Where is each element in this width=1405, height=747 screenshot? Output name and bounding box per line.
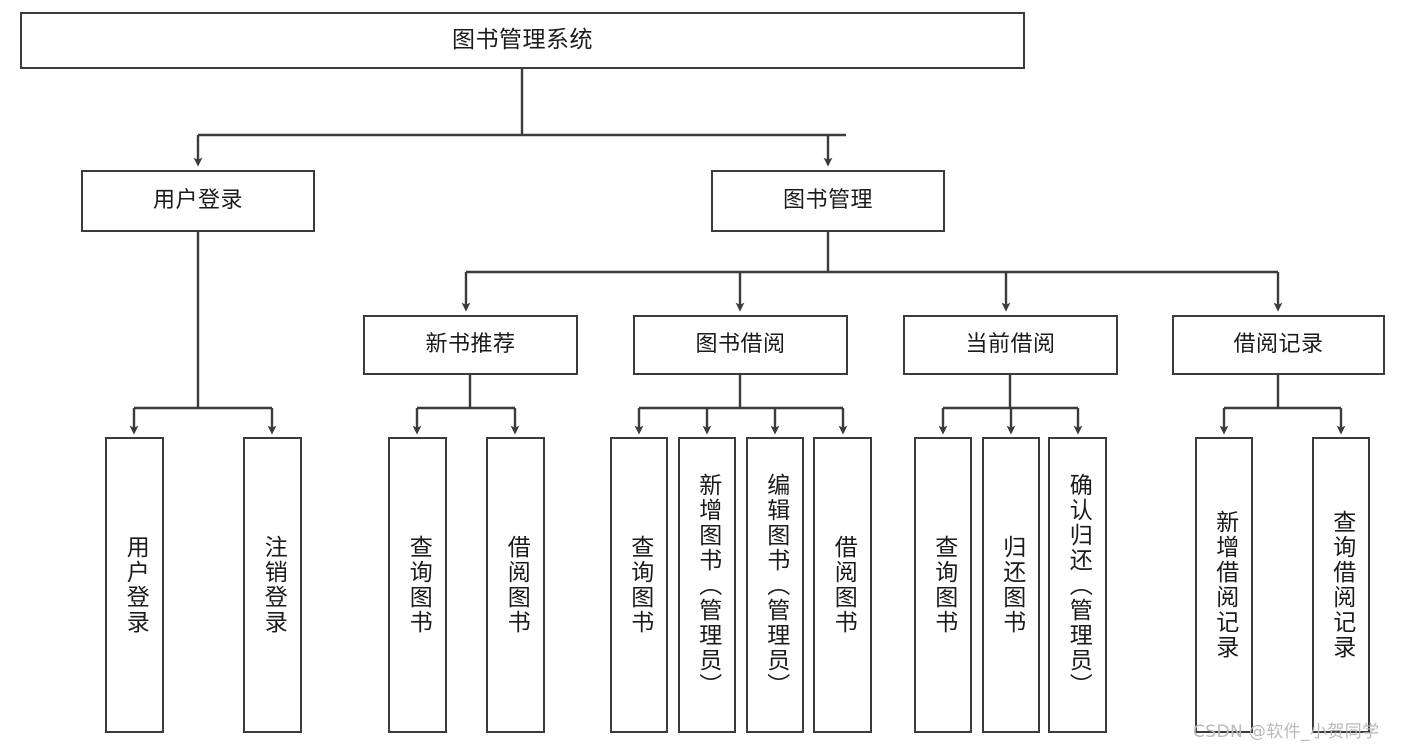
node-root-system[interactable]: 图书管理系统 — [20, 12, 1025, 69]
node-leaf-label: 确认归还（管理员） — [1065, 472, 1092, 698]
node-leaf-label: 查询图书 — [930, 535, 957, 635]
node-leaf-13[interactable]: 查询借阅记录 — [1312, 437, 1370, 733]
node-level2-label: 借阅记录 — [1233, 331, 1324, 357]
node-leaf-3[interactable]: 查询图书 — [388, 437, 447, 733]
node-leaf-5[interactable]: 查询图书 — [610, 437, 668, 733]
node-leaf-label: 新增图书（管理员） — [694, 472, 721, 698]
node-level1-label: 图书管理 — [782, 187, 873, 213]
node-leaf-label: 查询图书 — [405, 535, 432, 635]
node-level2-2[interactable]: 图书借阅 — [633, 315, 848, 375]
node-leaf-label: 借阅图书 — [503, 535, 530, 635]
node-level2-label: 图书借阅 — [695, 331, 786, 357]
node-level1-2[interactable]: 图书管理 — [711, 170, 945, 232]
node-root-label: 图书管理系统 — [452, 26, 593, 53]
node-leaf-label: 查询图书 — [626, 535, 653, 635]
node-leaf-label: 归还图书 — [998, 535, 1025, 635]
node-level2-label: 当前借阅 — [965, 331, 1056, 357]
node-leaf-10[interactable]: 归还图书 — [982, 437, 1040, 733]
node-level2-1[interactable]: 新书推荐 — [363, 315, 578, 375]
csdn-watermark: CSDN @软件_小贺同学 — [1193, 722, 1380, 742]
node-leaf-label: 编辑图书（管理员） — [762, 472, 789, 698]
node-leaf-label: 借阅图书 — [830, 535, 857, 635]
node-leaf-9[interactable]: 查询图书 — [914, 437, 972, 733]
node-leaf-6[interactable]: 新增图书（管理员） — [678, 437, 736, 733]
node-leaf-2[interactable]: 注销登录 — [243, 437, 302, 733]
node-leaf-8[interactable]: 借阅图书 — [813, 437, 872, 733]
node-leaf-label: 查询借阅记录 — [1328, 510, 1355, 660]
node-leaf-label: 注销登录 — [260, 535, 287, 635]
node-leaf-4[interactable]: 借阅图书 — [486, 437, 545, 733]
node-leaf-7[interactable]: 编辑图书（管理员） — [746, 437, 804, 733]
node-level1-1[interactable]: 用户登录 — [81, 170, 315, 232]
node-leaf-12[interactable]: 新增借阅记录 — [1195, 437, 1253, 733]
node-leaf-label: 新增借阅记录 — [1211, 510, 1238, 660]
node-level2-label: 新书推荐 — [425, 331, 516, 357]
node-leaf-label: 用户登录 — [122, 535, 149, 635]
node-level1-label: 用户登录 — [152, 187, 243, 213]
node-leaf-1[interactable]: 用户登录 — [105, 437, 164, 733]
node-level2-3[interactable]: 当前借阅 — [903, 315, 1118, 375]
node-leaf-11[interactable]: 确认归还（管理员） — [1048, 437, 1107, 733]
node-level2-4[interactable]: 借阅记录 — [1172, 315, 1385, 375]
